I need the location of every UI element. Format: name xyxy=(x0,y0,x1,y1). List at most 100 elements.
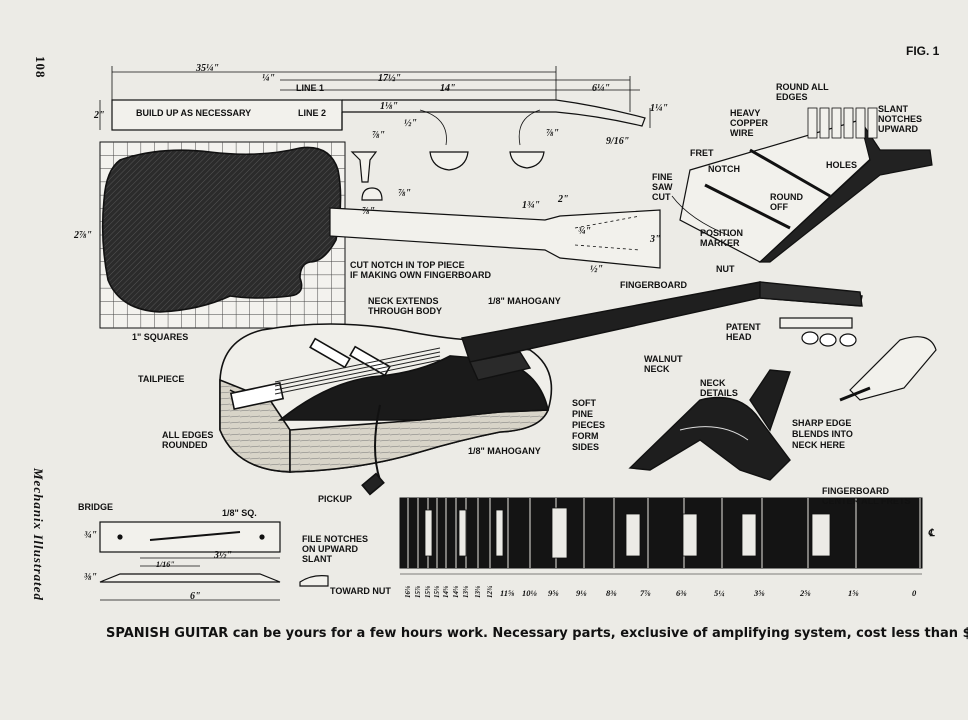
round-all-label: ROUND ALL xyxy=(776,82,829,92)
sharp-edge-line: BLENDS INTO xyxy=(792,429,853,439)
sharp-edge-line: NECK HERE xyxy=(792,440,846,450)
neck-extends-label-2: THROUGH BODY xyxy=(368,306,442,316)
cut-notch-label: CUT NOTCH IN TOP PIECE xyxy=(350,260,465,270)
magazine-name: Mechanix Illustrated xyxy=(31,468,46,602)
pickup-label: PICKUP xyxy=(318,494,353,504)
round-all-label-2: EDGES xyxy=(776,92,808,102)
fret-position-label: 13⅛ xyxy=(462,585,470,598)
fine-saw-line: FINE xyxy=(652,172,673,182)
fret-position-label: 9⅝ xyxy=(548,588,559,598)
dim-2: 2" xyxy=(94,110,105,121)
caption: SPANISH GUITAR can be yours for a few ho… xyxy=(106,626,968,641)
bridge-label: BRIDGE xyxy=(78,502,114,512)
neck-details-label-2: DETAILS xyxy=(700,388,738,398)
bridge-dim-6: 6" xyxy=(190,591,201,602)
dim-78b: ⅞" xyxy=(546,128,560,139)
caption-rest: can be yours for a few hours work. Neces… xyxy=(228,626,968,641)
sharp-edge-label: SHARP EDGE BLENDS INTO NECK HERE xyxy=(792,418,853,451)
fig-label: FIG. 1 xyxy=(906,44,940,58)
fret-position-label: 1⅝ xyxy=(848,588,859,598)
fret-position-label: 11⅝ xyxy=(500,588,515,598)
fingerboard-label: FINGERBOARD xyxy=(620,280,687,290)
sharp-edge-line: SHARP EDGE xyxy=(792,418,852,428)
dim-2b: 2" xyxy=(558,194,569,205)
patent-head-label: PATENT xyxy=(726,322,761,332)
toward-nut-label: TOWARD NUT xyxy=(330,586,391,596)
dim-6: 6¼" xyxy=(592,83,611,94)
fret-position-label: 14⅛ xyxy=(452,585,460,598)
dim-34: ¾" xyxy=(578,226,592,237)
round-off-label: ROUND xyxy=(770,192,803,202)
fret-position-label: 6⅜ xyxy=(676,588,687,598)
neck-template xyxy=(329,207,661,269)
fret-position-label: 16⅛ xyxy=(404,585,412,598)
fret-position-label: 0 xyxy=(912,588,917,598)
dim-35: 35¼" xyxy=(196,63,220,74)
walnut-neck-label-2: NECK xyxy=(644,364,670,374)
soft-pine-label: SOFT PINE PIECES FORM SIDES xyxy=(572,398,605,453)
round-off-label-2: OFF xyxy=(770,202,788,212)
slant-notches-label: SLANT NOTCHES UPWARD xyxy=(878,104,922,134)
fret-position-label: 8⅜ xyxy=(606,588,617,598)
file-notches-line: SLANT xyxy=(302,554,332,564)
squares-label: 1" SQUARES xyxy=(132,332,189,342)
bridge-dim-38: ⅜" xyxy=(84,572,98,583)
soft-pine-line: PINE xyxy=(572,409,594,419)
fret-detail xyxy=(671,107,933,263)
dim-78c: ⅞" xyxy=(398,188,412,199)
patent-head xyxy=(779,317,937,402)
file-notches-label: FILE NOTCHES ON UPWARD SLANT xyxy=(302,534,368,564)
fb-center-label: FINGERBOARD xyxy=(822,486,889,496)
holes-label: HOLES xyxy=(826,160,858,170)
dim-quarter: ¼" xyxy=(262,73,276,84)
dim-916: 9/16" xyxy=(606,136,630,147)
slant-notches-line: NOTCHES xyxy=(878,114,923,124)
soft-pine-line: SIDES xyxy=(572,442,600,452)
slant-notches-line: UPWARD xyxy=(878,124,918,134)
bridge-drawing xyxy=(99,521,329,601)
file-notches-line: ON UPWARD xyxy=(302,544,358,554)
soft-pine-line: FORM xyxy=(572,431,599,441)
patent-head-label-2: HEAD xyxy=(726,332,752,342)
line1-label: LINE 1 xyxy=(296,83,325,93)
bridge-dim-312: 3½" xyxy=(214,550,233,561)
bridge-dim-116: 1/16" xyxy=(156,560,175,569)
tailpiece-label: TAILPIECE xyxy=(138,374,185,384)
fret-position-label: 15⅜ xyxy=(424,585,432,598)
fret-position-label: 13⅛ xyxy=(474,585,482,598)
fret-position-label: 3⅝ xyxy=(754,588,765,598)
notch-label: NOTCH xyxy=(708,164,740,174)
fret-position-label: 15⅛ xyxy=(433,585,441,598)
position-marker-label-2: MARKER xyxy=(700,238,740,248)
neck-details-label: NECK xyxy=(700,378,726,388)
bridge-dim-34: ¾" xyxy=(84,530,98,541)
line2-label: LINE 2 xyxy=(298,108,327,118)
dim-half: ½" xyxy=(404,118,418,129)
fret-position-label: 9⅛ xyxy=(576,588,587,598)
dim-14: 14" xyxy=(440,83,456,94)
dim-3: 3" xyxy=(650,234,661,245)
dim-12b: ½" xyxy=(590,264,604,275)
mahogany-bottom-label: 1/8" MAHOGANY xyxy=(468,446,541,456)
mahogany-top-label: 1/8" MAHOGANY xyxy=(488,296,561,306)
fine-saw-label: FINE SAW CUT xyxy=(652,172,673,202)
build-up-label: BUILD UP AS NECESSARY xyxy=(136,108,252,118)
heavy-copper-line: COPPER xyxy=(730,118,769,128)
neck-detail-drawing xyxy=(628,369,791,481)
fret-position-label: 12¾ xyxy=(486,585,494,598)
dim-78d: ⅞" xyxy=(362,206,376,217)
dim-1-25: 1¼" xyxy=(650,103,669,114)
fret-position-label: 5¼ xyxy=(714,588,725,598)
centerline-symbol: ℄ xyxy=(928,528,935,539)
dim-1-75: 1¾" xyxy=(522,200,541,211)
neck-profile xyxy=(99,66,651,201)
fret-position-label: 10⅛ xyxy=(522,588,537,598)
fine-saw-line: SAW xyxy=(652,182,673,192)
fine-saw-line: CUT xyxy=(652,192,671,202)
heavy-copper-line: HEAVY xyxy=(730,108,761,118)
fret-position-label: 2⅝ xyxy=(800,588,811,598)
fb-center-label-2: CENTER ALL FRETS xyxy=(822,496,911,506)
cut-notch-label-2: IF MAKING OWN FINGERBOARD xyxy=(350,270,491,280)
soft-pine-line: SOFT xyxy=(572,398,596,408)
